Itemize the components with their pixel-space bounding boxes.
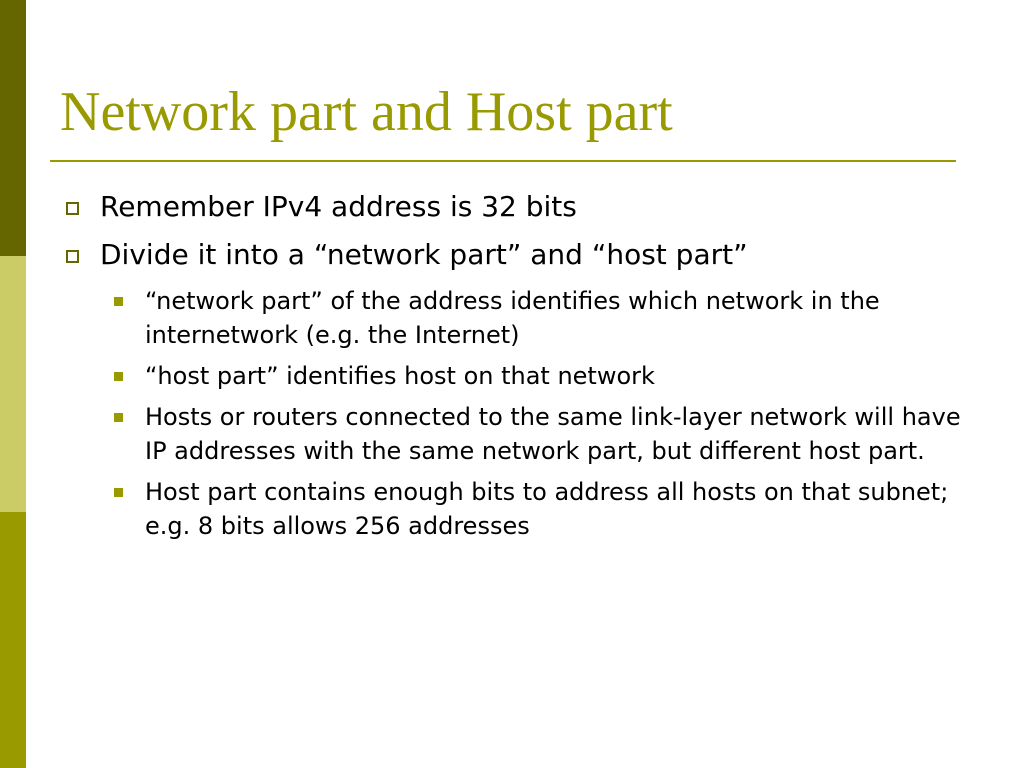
side-bar-dark-segment <box>0 0 26 256</box>
sub-bullet-item: Host part contains enough bits to addres… <box>64 475 964 543</box>
side-bar-medium-segment <box>0 512 26 768</box>
filled-square-icon <box>114 413 123 422</box>
side-bar-light-segment <box>0 256 26 512</box>
sub-bullet-text: “network part” of the address identifies… <box>145 287 880 349</box>
bullet-item: Divide it into a “network part” and “hos… <box>64 236 964 274</box>
hollow-square-icon <box>66 250 79 263</box>
slide-title: Network part and Host part <box>60 81 673 143</box>
sub-bullet-item: “network part” of the address identifies… <box>64 284 964 352</box>
slide-body: Remember IPv4 address is 32 bits Divide … <box>64 188 964 550</box>
sub-bullet-text: Hosts or routers connected to the same l… <box>145 403 961 465</box>
filled-square-icon <box>114 488 123 497</box>
filled-square-icon <box>114 297 123 306</box>
filled-square-icon <box>114 372 123 381</box>
bullet-text: Divide it into a “network part” and “hos… <box>100 238 748 271</box>
bullet-text: Remember IPv4 address is 32 bits <box>100 190 577 223</box>
title-underline <box>50 160 956 162</box>
hollow-square-icon <box>66 202 79 215</box>
sub-bullet-item: Hosts or routers connected to the same l… <box>64 400 964 468</box>
sub-bullet-text: “host part” identifies host on that netw… <box>145 362 655 390</box>
sub-bullet-text: Host part contains enough bits to addres… <box>145 478 949 540</box>
bullet-item: Remember IPv4 address is 32 bits <box>64 188 964 226</box>
sub-bullet-item: “host part” identifies host on that netw… <box>64 359 964 393</box>
